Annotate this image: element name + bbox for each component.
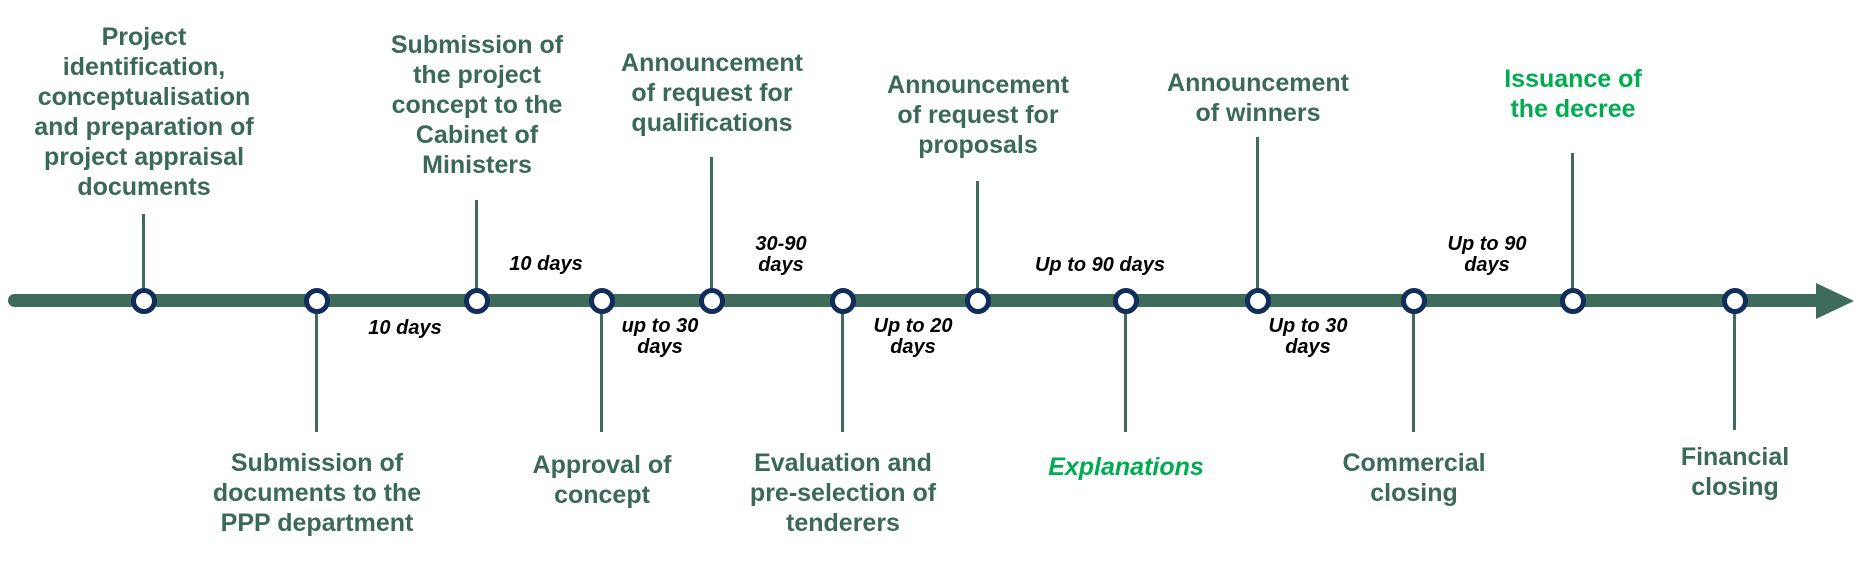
duration-label: Up to 90 days xyxy=(1034,254,1166,276)
stage-label: Approval of concept xyxy=(532,451,672,509)
stage-label: Announcement of winners xyxy=(1167,69,1349,127)
connector-line xyxy=(1571,153,1574,295)
timeline-node xyxy=(1245,288,1271,314)
timeline-node xyxy=(131,288,157,314)
connector-line xyxy=(475,200,478,295)
connector-line xyxy=(1256,137,1259,295)
stage-label: Issuance of the decree xyxy=(1504,65,1642,123)
duration-label: 10 days xyxy=(368,317,442,339)
timeline-node xyxy=(965,288,991,314)
stage-label: Announcement of request for qualificatio… xyxy=(621,49,803,137)
duration-label: up to 30 days xyxy=(621,315,699,358)
timeline-node xyxy=(304,288,330,314)
timeline-arrowhead-icon xyxy=(1816,283,1854,319)
stage-label: Evaluation and pre-selection of tenderer… xyxy=(749,449,937,537)
stage-label: Project identification, conceptualisatio… xyxy=(34,23,254,201)
connector-line xyxy=(841,309,844,432)
timeline-node xyxy=(1401,288,1427,314)
connector-line xyxy=(976,181,979,295)
timeline-node xyxy=(589,288,615,314)
timeline-axis xyxy=(8,294,1818,307)
timeline-node xyxy=(830,288,856,314)
stage-label: Explanations xyxy=(1048,453,1204,481)
timeline-node xyxy=(464,288,490,314)
duration-label: 10 days xyxy=(509,253,583,275)
duration-label: Up to 20 days xyxy=(873,315,953,358)
connector-line xyxy=(142,214,145,295)
timeline-node xyxy=(1722,288,1748,314)
connector-line xyxy=(1124,309,1127,432)
connector-line xyxy=(315,309,318,432)
connector-line xyxy=(710,157,713,295)
stage-label: Submission of the project concept to the… xyxy=(390,31,564,179)
timeline-node xyxy=(1560,288,1586,314)
stage-label: Financial closing xyxy=(1680,443,1790,501)
stage-label: Announcement of request for proposals xyxy=(887,71,1069,159)
duration-label: Up to 90 days xyxy=(1447,233,1527,276)
timeline-node xyxy=(699,288,725,314)
duration-label: Up to 30 days xyxy=(1268,315,1348,358)
connector-line xyxy=(1733,309,1736,430)
connector-line xyxy=(1412,309,1415,432)
stage-label: Commercial closing xyxy=(1342,449,1486,507)
timeline-node xyxy=(1113,288,1139,314)
stage-label: Submission of documents to the PPP depar… xyxy=(212,449,422,537)
duration-label: 30-90 days xyxy=(755,233,807,276)
connector-line xyxy=(600,309,603,432)
